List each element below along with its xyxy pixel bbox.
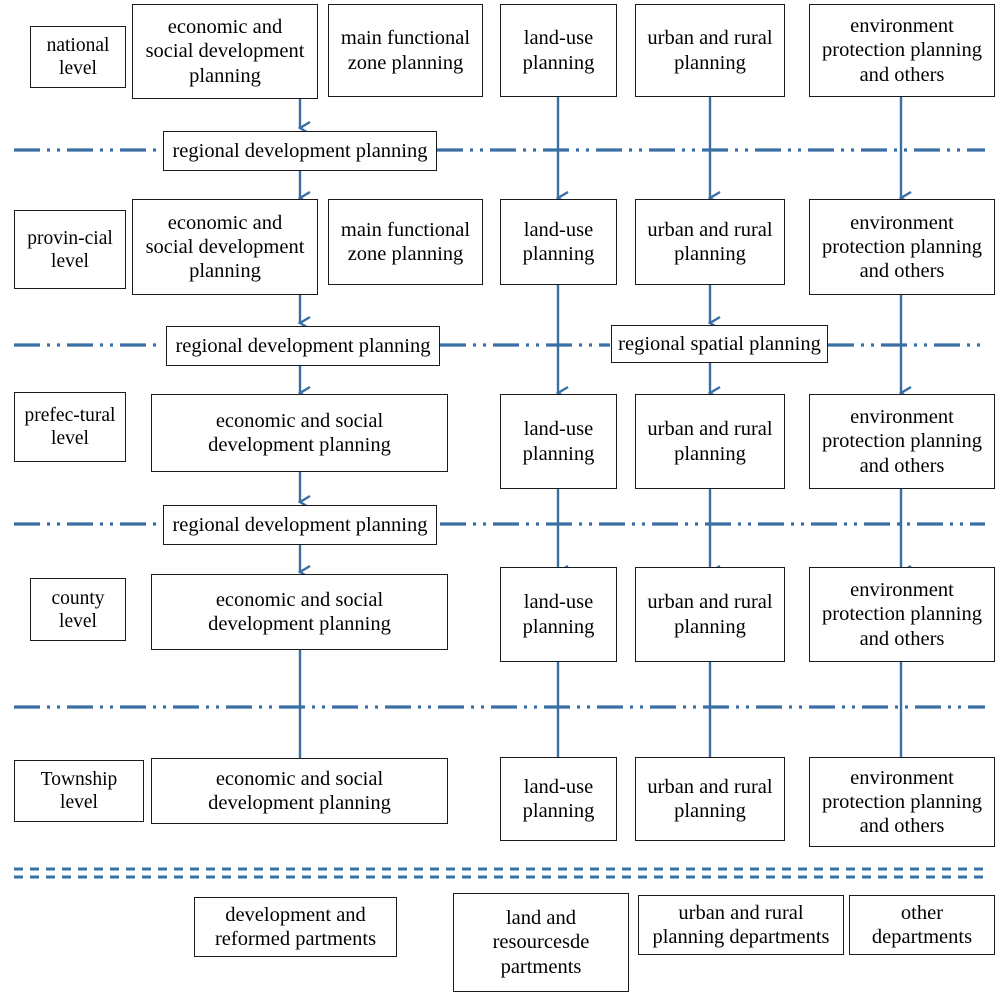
department-land-resources[interactable]: land and resourcesde partments: [453, 893, 629, 992]
department-development-reform[interactable]: development and reformed partments: [194, 897, 397, 957]
provincial-main-functional-zone-planning[interactable]: main functional zone planning: [328, 199, 483, 285]
regional-development-planning-prefectural[interactable]: regional development planning: [163, 505, 437, 545]
prefectural-land-use-planning[interactable]: land-use planning: [500, 394, 617, 489]
national-environment-protection-planning[interactable]: environment protection planning and othe…: [809, 4, 995, 97]
department-other[interactable]: other departments: [849, 895, 995, 955]
county-land-use-planning[interactable]: land-use planning: [500, 567, 617, 662]
national-main-functional-zone-planning[interactable]: main functional zone planning: [328, 4, 483, 97]
regional-development-planning-national[interactable]: regional development planning: [163, 131, 437, 171]
national-land-use-planning[interactable]: land-use planning: [500, 4, 617, 97]
county-urban-rural-planning[interactable]: urban and rural planning: [635, 567, 785, 662]
regional-spatial-planning[interactable]: regional spatial planning: [611, 325, 828, 363]
township-economic-social-development-planning[interactable]: economic and social development planning: [151, 758, 448, 824]
level-label-national: national level: [30, 26, 126, 88]
level-label-prefectural: prefec-tural level: [14, 392, 126, 462]
level-label-county: county level: [30, 578, 126, 641]
level-label-township: Township level: [14, 760, 144, 822]
provincial-environment-protection-planning[interactable]: environment protection planning and othe…: [809, 199, 995, 295]
provincial-land-use-planning[interactable]: land-use planning: [500, 199, 617, 285]
provincial-urban-rural-planning[interactable]: urban and rural planning: [635, 199, 785, 285]
national-economic-social-development-planning[interactable]: economic and social development planning: [132, 4, 318, 99]
national-urban-rural-planning[interactable]: urban and rural planning: [635, 4, 785, 97]
prefectural-environment-protection-planning[interactable]: environment protection planning and othe…: [809, 394, 995, 489]
township-environment-protection-planning[interactable]: environment protection planning and othe…: [809, 757, 995, 847]
county-economic-social-development-planning[interactable]: economic and social development planning: [151, 574, 448, 650]
prefectural-economic-social-development-planning[interactable]: economic and social development planning: [151, 394, 448, 472]
level-label-provincial: provin-cial level: [14, 210, 126, 289]
township-land-use-planning[interactable]: land-use planning: [500, 757, 617, 841]
prefectural-urban-rural-planning[interactable]: urban and rural planning: [635, 394, 785, 489]
department-urban-rural-planning[interactable]: urban and rural planning departments: [638, 895, 844, 955]
regional-development-planning-provincial[interactable]: regional development planning: [166, 326, 440, 366]
provincial-economic-social-development-planning[interactable]: economic and social development planning: [132, 199, 318, 295]
county-environment-protection-planning[interactable]: environment protection planning and othe…: [809, 567, 995, 662]
township-urban-rural-planning[interactable]: urban and rural planning: [635, 757, 785, 841]
